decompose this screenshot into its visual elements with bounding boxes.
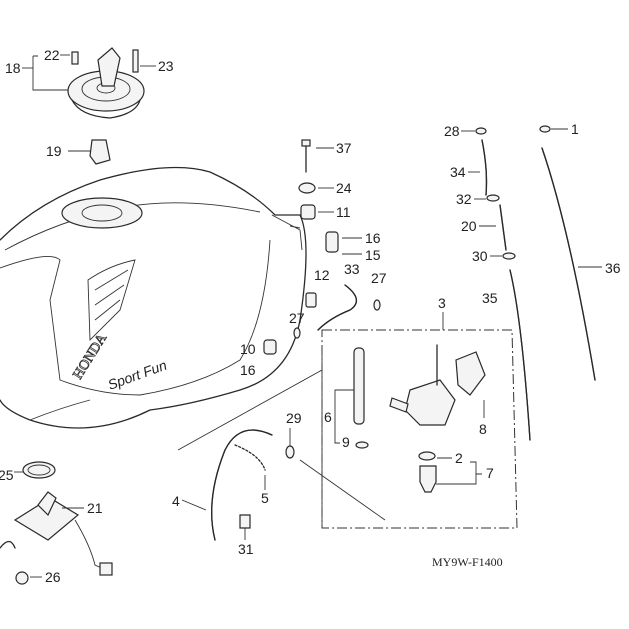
callout-32: 32	[456, 191, 472, 207]
callout-22: 22	[44, 47, 60, 63]
callout-30: 30	[472, 248, 488, 264]
callout-29: 29	[286, 410, 302, 426]
callout-1: 1	[571, 121, 579, 137]
callout-28: 28	[444, 123, 460, 139]
callout-11: 11	[336, 204, 351, 220]
callout-7: 7	[486, 465, 494, 481]
callout-19: 19	[46, 143, 62, 159]
callout-27b: 27	[289, 310, 305, 326]
mount-bolt-stack	[298, 139, 339, 308]
callout-36: 36	[605, 260, 621, 276]
callout-20: 20	[461, 218, 477, 234]
callout-24: 24	[336, 180, 352, 196]
callout-labels: 22 23 18 19 37 24 11 16 15 12 33 27 27 1…	[0, 47, 621, 585]
honda-logo: HONDA	[71, 331, 111, 383]
callout-33: 33	[344, 261, 360, 277]
diagram-code: MY9W-F1400	[432, 555, 503, 569]
callout-9: 9	[342, 434, 350, 450]
callout-27: 27	[371, 270, 387, 286]
callout-12: 12	[314, 267, 330, 283]
callout-16b: 16	[240, 362, 256, 378]
callout-25: 25	[0, 467, 14, 483]
callout-35: 35	[482, 290, 498, 306]
callout-2: 2	[455, 450, 463, 466]
fuel-cap-assembly	[67, 47, 145, 119]
callout-31: 31	[238, 541, 254, 557]
callout-10: 10	[240, 341, 256, 357]
callout-6: 6	[324, 409, 332, 425]
fuel-valve	[353, 344, 486, 493]
callout-26: 26	[45, 569, 61, 585]
callout-23: 23	[158, 58, 174, 74]
callout-21: 21	[87, 500, 103, 516]
callout-37: 37	[336, 140, 352, 156]
callout-16: 16	[365, 230, 381, 246]
callout-15: 15	[365, 247, 381, 263]
tank-script-logo: Sport Fun	[106, 357, 169, 393]
callout-4: 4	[172, 493, 180, 509]
callout-34: 34	[450, 164, 466, 180]
callout-5: 5	[261, 490, 269, 506]
fuel-pump-21	[0, 491, 113, 576]
callout-3: 3	[438, 295, 446, 311]
fuel-tank: HONDA Sport Fun	[0, 166, 307, 429]
cap-key-19	[89, 139, 111, 165]
callout-18: 18	[5, 60, 21, 76]
callout-8: 8	[479, 421, 487, 437]
